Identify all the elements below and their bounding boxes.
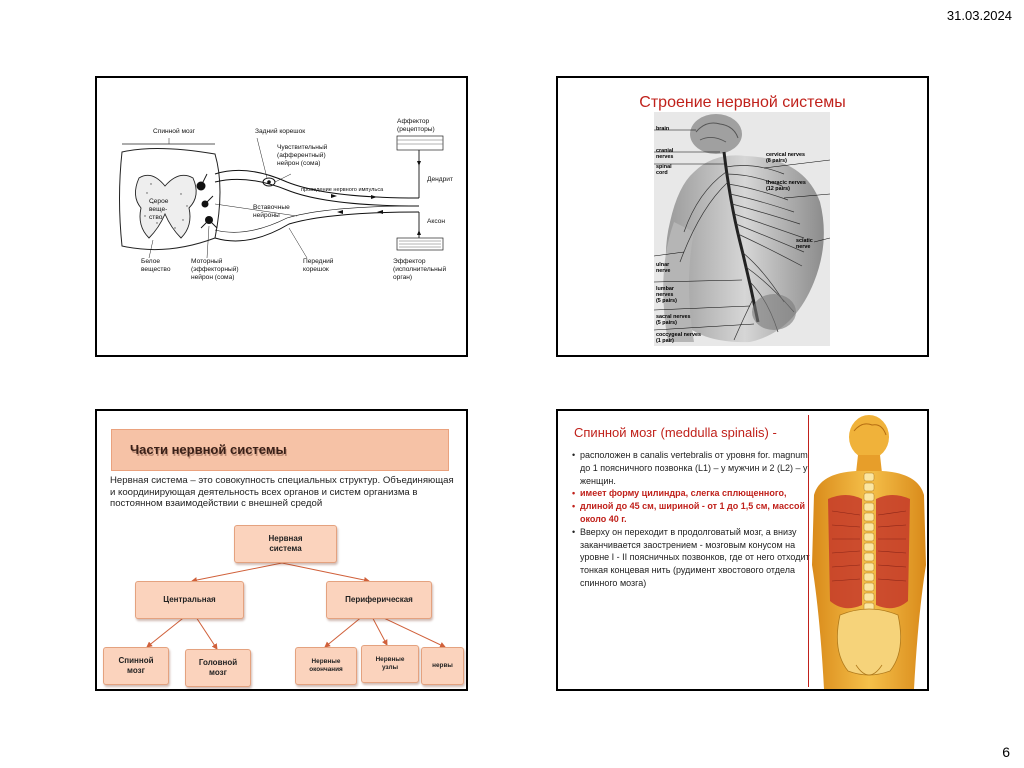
slide-title: Части нервной системы: [130, 442, 287, 457]
reflex-arc-diagram: [119, 135, 444, 259]
nervous-system-figure: [654, 112, 830, 346]
bullet-list: расположен в canalis vertebralis от уров…: [572, 449, 810, 590]
label-effector: Эффектор (исполнительный орган): [393, 258, 447, 281]
page-date: 31.03.2024: [946, 8, 1012, 23]
slide-title: Строение нервной системы: [639, 94, 846, 111]
node-nerve-endings: Нервные окончания: [295, 647, 357, 685]
bullet-transition: Вверху он переходит в продолговатый мозг…: [572, 526, 810, 590]
node-nervous-system: Нервная система: [234, 525, 337, 563]
definition-text: Нервная система – это совокупность специ…: [110, 475, 454, 510]
label-spinal-cord: spinal cord: [656, 164, 672, 176]
spinal-anatomy-figure: [812, 415, 926, 689]
label-coccygeal-nerves: coccygeal nerves (1 pair): [656, 332, 701, 344]
node-nerves: нервы: [421, 647, 464, 685]
bullet-shape: имеет форму цилиндра, слегка сплющенного…: [572, 487, 810, 500]
label-grey-matter: Серое веще- ство: [149, 198, 169, 221]
label-axon: Аксон: [427, 218, 446, 225]
label-lumbar-nerves: lumbar nerves (5 pairs): [656, 286, 677, 304]
bullet-location: расположен в canalis vertebralis от уров…: [572, 449, 810, 487]
page-number: 6: [1002, 744, 1010, 760]
label-afferent: Аффектор (рецепторы): [397, 118, 435, 133]
node-spinal-cord: Спинной мозг: [103, 647, 169, 685]
slide-spinal-cord: Спинной мозг (meddulla spinalis) - распо…: [556, 409, 929, 691]
bullet-dimensions: длиной до 45 см, шириной - от 1 до 1,5 с…: [572, 500, 810, 526]
slide-title: Спинной мозг (meddulla spinalis) -: [574, 425, 777, 440]
label-sacral-nerves: sacral nerves (5 pairs): [656, 314, 691, 326]
label-motor-neuron: Моторный (эффекторный) нейрон (сома): [191, 258, 239, 281]
label-thoracic-nerves: thoracic nerves (12 pairs): [766, 180, 806, 192]
label-cervical-nerves: cervical nerves (8 pairs): [766, 152, 805, 164]
title-divider: [808, 415, 809, 687]
label-interneurons: Вставочные нейроны: [253, 204, 290, 219]
label-dorsal-root: Задний корешок: [255, 128, 306, 135]
label-sciatic-nerve: sciatic nerve: [796, 238, 813, 250]
slide-nervous-system-structure: Строение нервной системы: [556, 76, 929, 357]
node-brain: Головной мозг: [185, 649, 251, 687]
label-impulse: проведение нервного импульса: [301, 187, 384, 193]
node-nerve-ganglia: Нервные узлы: [361, 645, 419, 683]
label-white-matter: Белое вещество: [141, 258, 171, 273]
node-central: Центральная: [135, 581, 244, 619]
label-spinal-cord: Спинной мозг: [153, 128, 196, 135]
label-cranial-nerves: cranial nerves: [656, 148, 674, 160]
title-banner: Части нервной системы: [111, 429, 449, 471]
label-dendrite: Дендрит: [427, 176, 453, 183]
node-peripheral: Периферическая: [326, 581, 432, 619]
label-ventral-root: Передний корешок: [303, 258, 334, 273]
slide-reflex-arc: Спинной мозг Задний корешок Чувствительн…: [95, 76, 468, 357]
label-sensory-neuron: Чувствительный (афферентный) нейрон (сом…: [277, 144, 328, 167]
label-brain: brain: [656, 126, 670, 132]
slide-nervous-system-parts: Части нервной системы Нервная система – …: [95, 409, 468, 691]
label-ulnar-nerve: ulnar nerve: [656, 262, 671, 274]
